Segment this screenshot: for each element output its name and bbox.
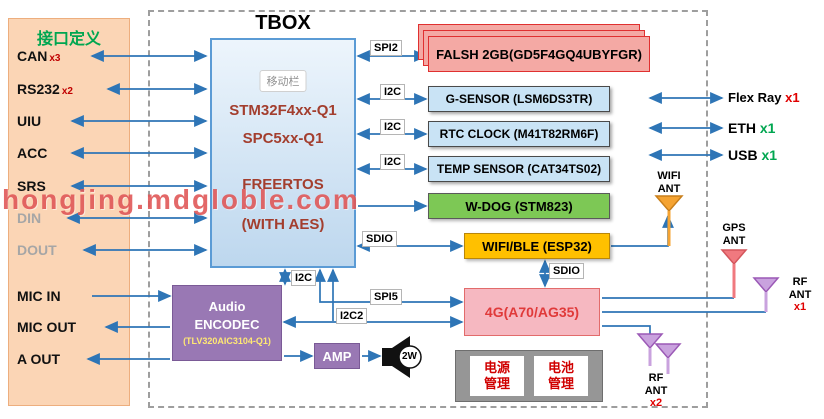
port-count: x2 [61,86,73,97]
speaker-power-label: 2W [402,351,417,362]
port-label: RS232 [17,81,60,97]
usb-count: x1 [761,147,778,163]
gps-antenna-icon [720,249,748,298]
eth-label: ETH x1 [728,120,775,136]
power-management-block: 电源 管理 电池 管理 [455,350,603,402]
interface-item-a-out: A OUT [17,351,60,367]
gsensor-block: G-SENSOR (LSM6DS3TR) [428,86,610,112]
port-label: SRS [17,178,46,194]
speaker-icon: 2W [380,334,426,380]
port-label: A OUT [17,351,61,367]
mcu-part-2: SPC5xx-Q1 [242,130,324,147]
gps-ant-line1: GPS [722,222,746,234]
mcu-block: 移动栏 STM32F4xx-Q1 SPC5xx-Q1 FREERTOS (WIT… [210,38,356,268]
temp-sensor-block: TEMP SENSOR (CAT34TS02) [428,156,610,182]
port-label: MIC IN [17,288,61,304]
audio-line-1: Audio [208,299,246,315]
tbox-boundary [148,10,708,408]
usb-label: USB x1 [728,147,777,163]
port-label: MIC OUT [17,319,77,335]
battery-mgmt-label: 电池 管理 [534,356,588,396]
port-label: ACC [17,145,48,161]
flexray-label: Flex Ray x1 [728,90,800,105]
port-label: DOUT [17,242,57,258]
bus-label-i2c-temp: I2C [380,154,406,170]
watchdog-block: W-DOG (STM823) [428,193,610,219]
tbox-title: TBOX [255,12,311,34]
interface-item-din: DIN [17,210,41,226]
mcu-os: FREERTOS [242,176,324,193]
eth-count: x1 [759,120,776,136]
bus-label-spi5: SPI5 [370,289,402,305]
bus-label-i2c-audio: I2C [291,270,317,286]
rf-ant1-count: x1 [793,301,807,314]
interface-item-srs: SRS [17,178,46,194]
speaker-glyph [382,336,422,378]
mcu-overlay-tag: 移动栏 [259,70,307,92]
port-label: CAN [17,48,48,64]
port-label: UIU [17,113,42,129]
bus-label-i2c2: I2C2 [336,308,368,324]
bus-label-spi2: SPI2 [370,40,402,56]
eth-name: ETH [728,120,756,136]
interface-item-acc: ACC [17,145,47,161]
flexray-name: Flex Ray [728,90,782,105]
bus-label-sdio-4g: SDIO [549,263,584,279]
rf-ant2-line2: ANT [644,384,668,397]
port-count: x3 [49,53,61,64]
interface-item-mic-out: MIC OUT [17,319,76,335]
rf-ant1-line2: ANT [788,288,812,301]
interface-panel-title: 接口定义 [36,31,101,48]
interface-item-uiu: UIU [17,113,41,129]
rf-ant2-label: RF ANT x2 [636,372,676,410]
flash-block: FALSH 2GB(GD5F4GQ4UBYFGR) [418,24,650,72]
port-label: DIN [17,210,42,226]
bus-label-sdio-wifi: SDIO [362,231,397,247]
bus-label-i2c-rtc: I2C [380,119,406,135]
interface-item-mic-in: MIC IN [17,288,61,304]
rf-ant1-label: RF ANT x1 [782,276,818,314]
audio-part-number: (TLV320AIC3104-Q1) [183,336,271,347]
flexray-count: x1 [785,90,800,105]
rf-ant2-count: x2 [649,397,663,410]
audio-codec-block: Audio ENCODEC (TLV320AIC3104-Q1) [172,285,282,361]
rf-antenna-1-icon [752,277,780,312]
wifi-ant-label: WIFI ANT [649,170,689,195]
mcu-security: (WITH AES) [241,216,325,233]
gps-ant-line2: ANT [722,234,746,247]
amp-block: AMP [314,343,360,369]
rf-ant1-line1: RF [792,276,808,288]
rf-ant2-line1: RF [648,372,664,384]
mcu-part-1: STM32F4xx-Q1 [229,102,337,119]
power-mgmt-label: 电源 管理 [470,356,524,396]
modem-4g-block: 4G(A70/AG35) [464,288,600,336]
interface-item-dout: DOUT [17,242,57,258]
gps-ant-label: GPS ANT [716,222,752,247]
flash-label: FALSH 2GB(GD5F4GQ4UBYFGR) [428,36,650,72]
wifi-ant-line1: WIFI [657,170,681,182]
usb-name: USB [728,147,758,163]
watermark-text: hongjing.mdgloble.com [2,184,360,215]
wifi-ant-line2: ANT [657,182,681,195]
wifi-ble-block: WIFI/BLE (ESP32) [464,233,610,259]
audio-line-2: ENCODEC [194,316,260,332]
rtc-block: RTC CLOCK (M41T82RM6F) [428,121,610,147]
bus-label-i2c-gsensor: I2C [380,84,406,100]
